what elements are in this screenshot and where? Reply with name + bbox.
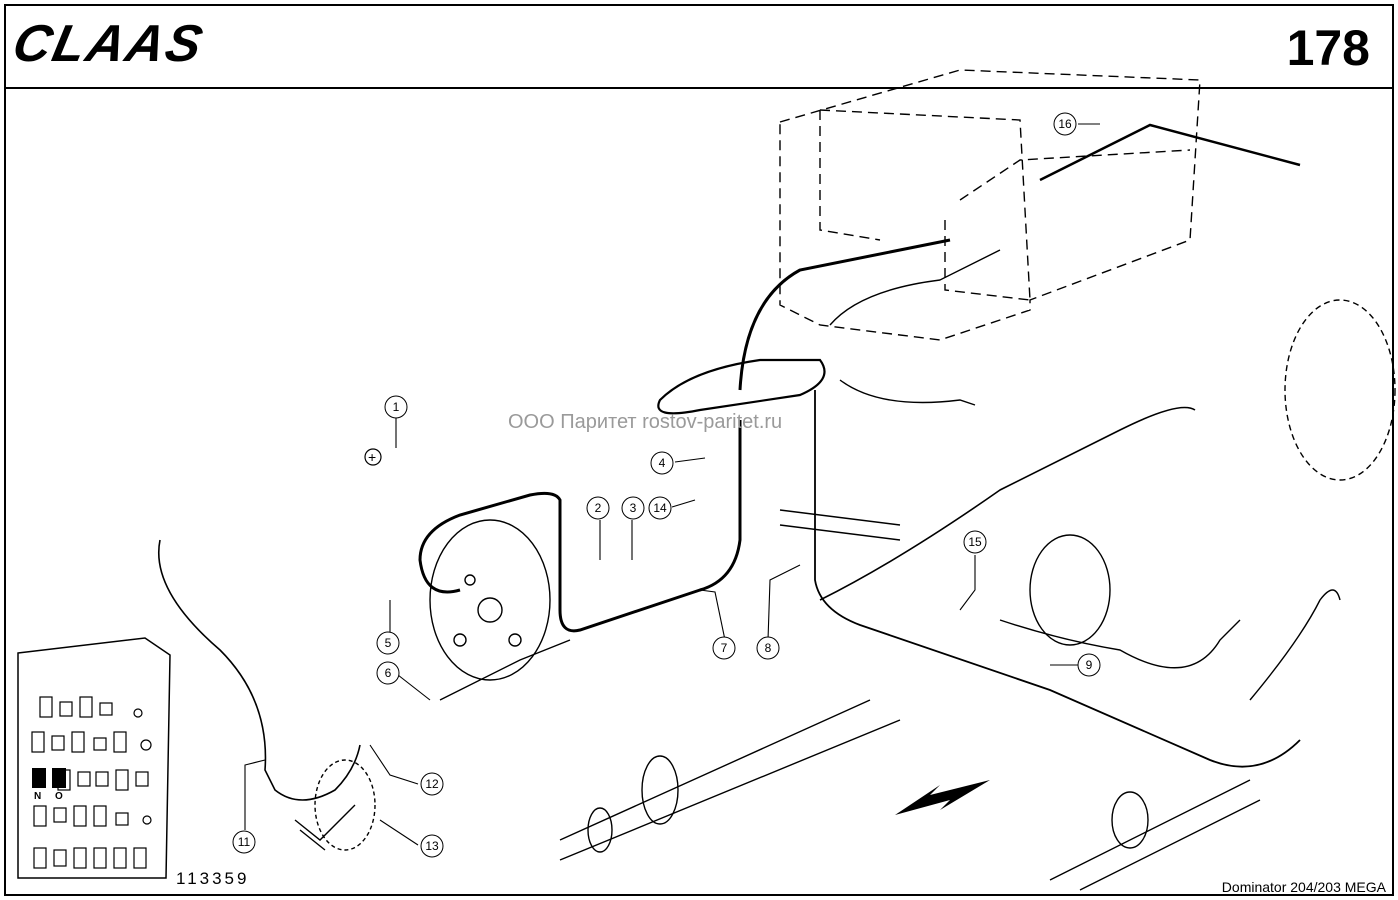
callout-16: 16 bbox=[1053, 112, 1077, 136]
callout-3: 3 bbox=[621, 496, 645, 520]
fuse-label-o: O bbox=[55, 791, 63, 802]
drive-wheel bbox=[1284, 299, 1396, 481]
page-frame bbox=[4, 4, 1394, 896]
callout-4: 4 bbox=[650, 451, 674, 475]
callout-12: 12 bbox=[420, 772, 444, 796]
callout-14: 14 bbox=[648, 496, 672, 520]
callout-8: 8 bbox=[756, 636, 780, 660]
svg-text:11: 11 bbox=[238, 835, 251, 849]
callout-11: 11 bbox=[232, 830, 256, 854]
header-divider bbox=[4, 87, 1394, 89]
svg-text:15: 15 bbox=[968, 535, 982, 549]
positive-terminal-symbol: + bbox=[364, 448, 382, 466]
svg-text:1: 1 bbox=[393, 400, 400, 414]
svg-text:8: 8 bbox=[765, 641, 772, 655]
page-number: 178 bbox=[1286, 20, 1370, 76]
svg-text:3: 3 bbox=[630, 501, 637, 515]
svg-text:13: 13 bbox=[425, 839, 439, 853]
cab-outline bbox=[779, 69, 1201, 341]
svg-text:12: 12 bbox=[425, 777, 439, 791]
callout-5: 5 bbox=[376, 631, 400, 655]
svg-text:16: 16 bbox=[1058, 117, 1072, 131]
svg-text:7: 7 bbox=[721, 641, 728, 655]
svg-text:4: 4 bbox=[659, 456, 666, 470]
direction-arrow-icon bbox=[895, 780, 990, 815]
fuse-panel: N O bbox=[17, 637, 171, 879]
watermark-text: ООО Паритет rostov-paritet.ru bbox=[508, 411, 783, 433]
svg-text:+: + bbox=[368, 449, 376, 465]
callout-labels: 1 2 3 4 5 6 7 8 9 11 12 13 14 15 16 bbox=[232, 112, 1101, 858]
callout-2: 2 bbox=[586, 496, 610, 520]
callout-1: 1 bbox=[384, 395, 408, 419]
callout-13: 13 bbox=[420, 834, 444, 858]
right-hub bbox=[1029, 534, 1111, 646]
fuse-label-n: N bbox=[34, 791, 41, 802]
callout-7: 7 bbox=[712, 636, 736, 660]
lower-tube bbox=[559, 699, 901, 861]
svg-text:9: 9 bbox=[1086, 658, 1093, 672]
svg-text:14: 14 bbox=[653, 501, 667, 515]
model-name: Dominator 204/203 MEGA bbox=[1221, 879, 1386, 895]
callout-6: 6 bbox=[376, 661, 400, 685]
pulley-wheel bbox=[429, 519, 551, 681]
callout-9: 9 bbox=[1077, 653, 1101, 677]
svg-text:6: 6 bbox=[385, 666, 392, 680]
drawing-number: 113359 bbox=[176, 869, 250, 888]
svg-text:2: 2 bbox=[595, 501, 602, 515]
callout-15: 15 bbox=[963, 530, 987, 554]
svg-text:5: 5 bbox=[385, 636, 392, 650]
